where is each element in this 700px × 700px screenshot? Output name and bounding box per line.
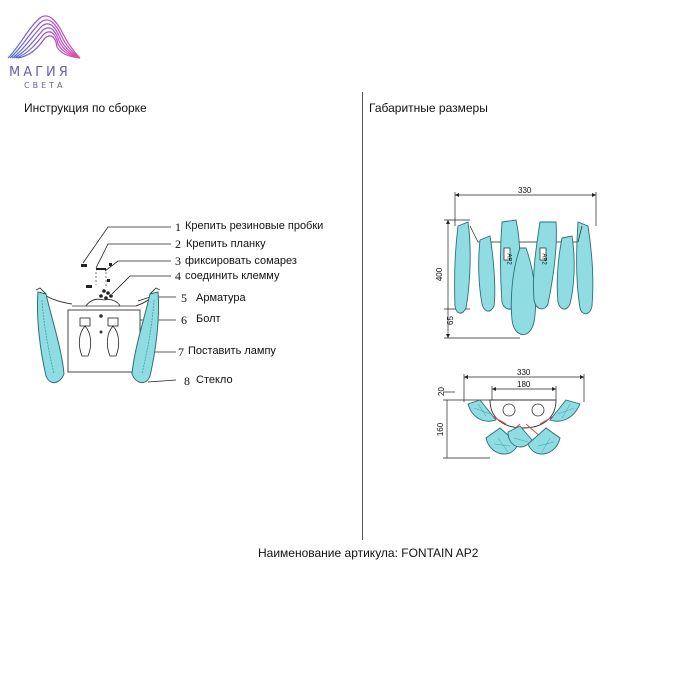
rubber-plug-part-2	[86, 285, 92, 288]
front-width-label: 330	[518, 186, 532, 195]
step-number: 2	[175, 237, 181, 251]
product-article-name: Наименование артикула: FONTAIN AP2	[258, 546, 479, 560]
step-number: 3	[175, 254, 181, 268]
logo-tagline-text: СВЕТА	[24, 81, 66, 90]
front-bulb-left	[503, 247, 511, 261]
logo-wave-graphic	[7, 15, 81, 59]
step-number: 8	[184, 374, 190, 388]
front-glass-1	[454, 221, 471, 314]
top-depth-label: 160	[436, 422, 446, 437]
step-number: 7	[178, 345, 184, 359]
front-glass-2	[478, 235, 496, 312]
front-glass-5	[556, 235, 575, 310]
top-base-plate	[489, 399, 557, 429]
step-label: Поставить лампу	[188, 345, 276, 357]
step-label: Арматура	[196, 292, 246, 304]
top-glass-1	[467, 399, 497, 422]
section-divider	[362, 92, 363, 540]
step-label: Болт	[196, 313, 221, 325]
step-number: 4	[175, 269, 181, 283]
top-glass-5	[549, 399, 581, 422]
top-glass-4	[527, 427, 561, 455]
glass-panel-left	[36, 291, 65, 383]
top-width-label: 330	[517, 368, 531, 377]
step-label: Крепить резиновые пробки	[185, 220, 324, 232]
step-number: 1	[175, 220, 181, 234]
rubber-plug-part	[81, 264, 87, 267]
step-label: Крепить планку	[186, 238, 266, 250]
top-inner-width-label: 180	[517, 380, 531, 389]
step-number: 6	[181, 313, 187, 327]
terminal-part	[102, 289, 106, 293]
mounting-strip-part	[96, 268, 106, 270]
top-bulb-left	[502, 403, 516, 417]
bolt-part	[99, 314, 103, 318]
candle-bulb-right	[106, 325, 120, 357]
step-label: соединить клемму	[185, 270, 280, 282]
step-label: фиксировать сомарез	[185, 255, 297, 267]
candle-bulb-left	[78, 325, 92, 357]
front-glass-6	[576, 221, 594, 315]
glass-panel-right	[131, 291, 160, 383]
front-glass-4	[533, 221, 557, 310]
top-offset-label: 20	[436, 387, 446, 396]
dimensions-title: Габаритные размеры	[369, 101, 488, 115]
top-bulb-right	[531, 403, 545, 417]
step-number: 5	[181, 291, 187, 305]
logo-brand-text: МАГИЯ	[9, 65, 71, 80]
front-bulb-right	[539, 247, 547, 261]
step-label: Стекло	[196, 374, 233, 386]
assembly-instructions-title: Инструкция по сборке	[24, 101, 147, 115]
